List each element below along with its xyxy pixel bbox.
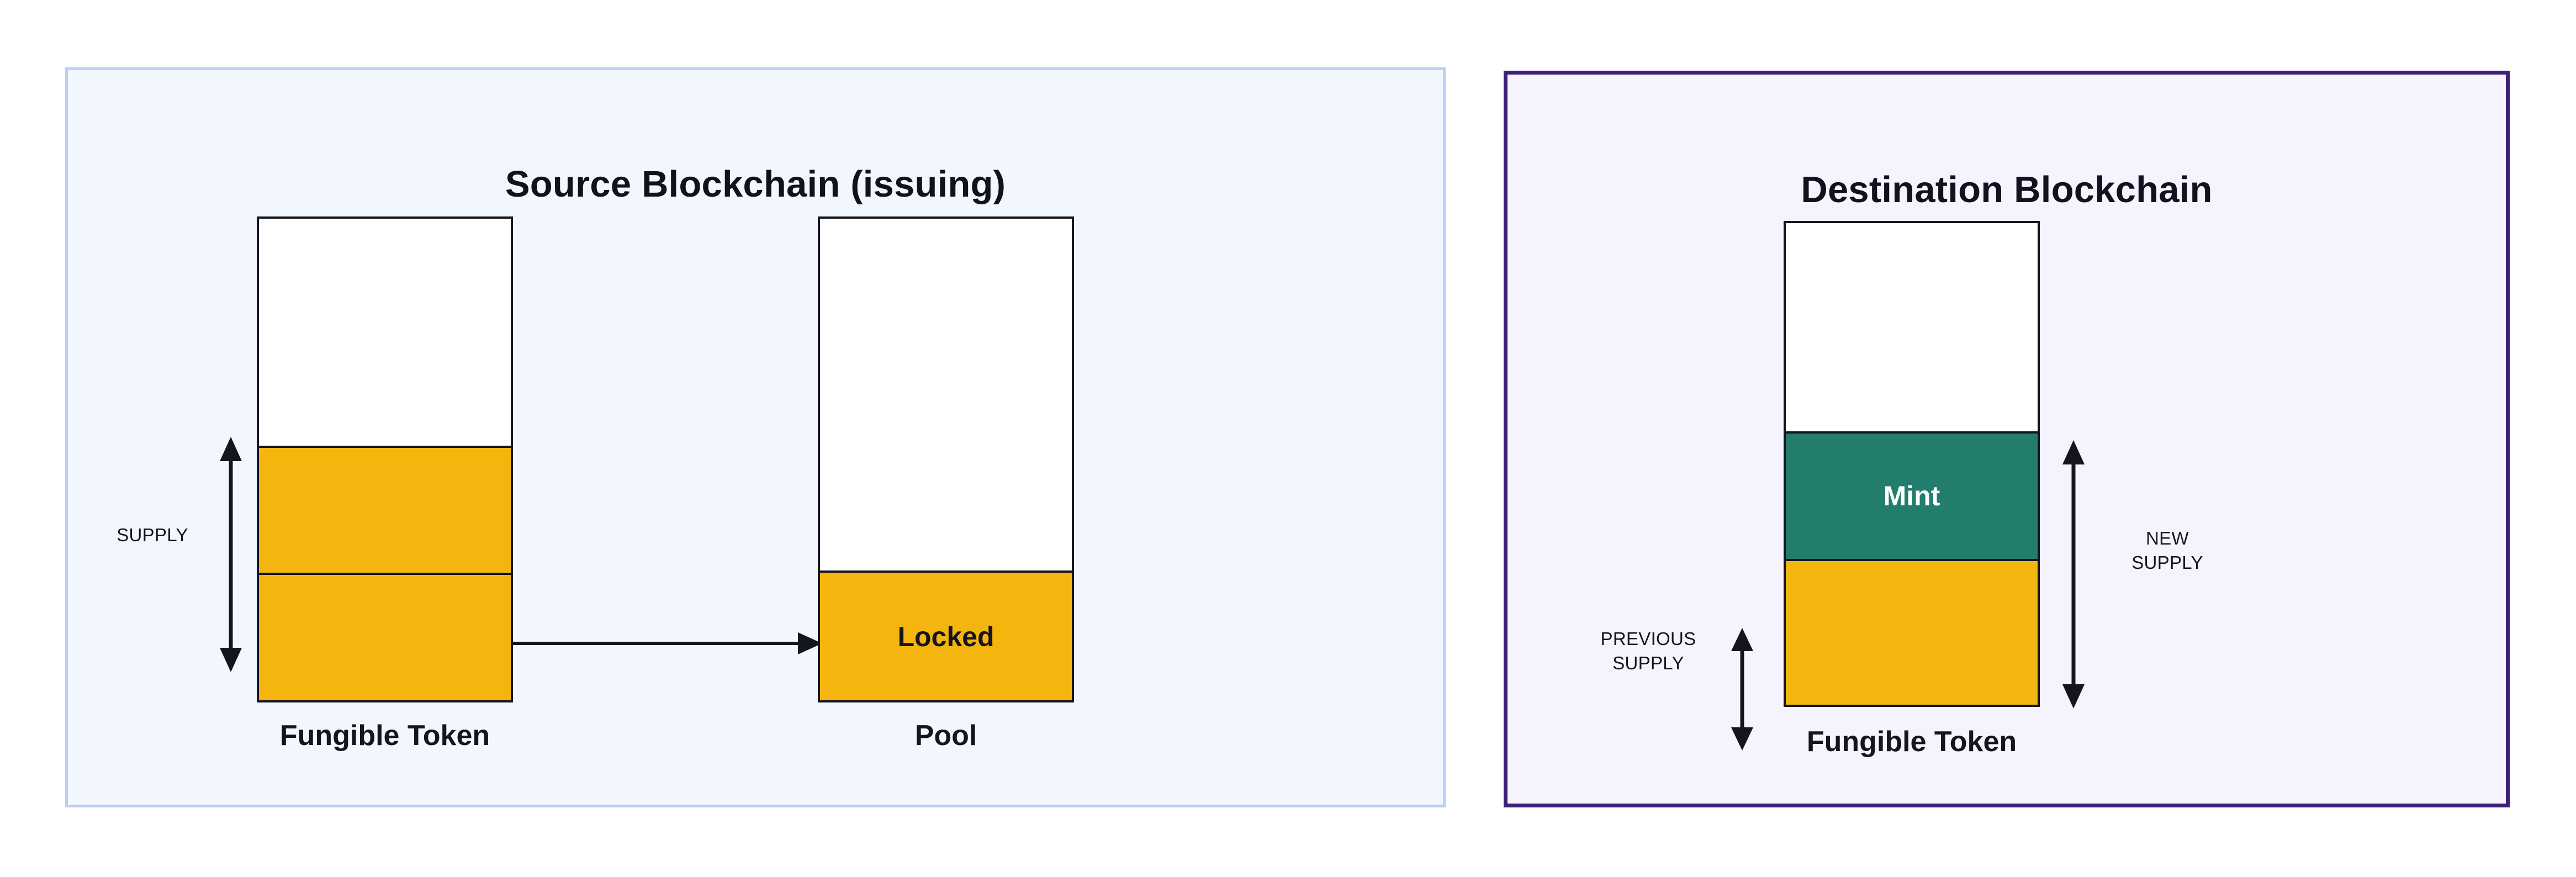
destination-fungible-token-caption: Fungible Token [1806,726,2017,758]
source-token-segment-supply-upper [259,446,511,573]
supply-measure-arrow [217,436,245,673]
new-supply-measure-arrow [2060,439,2087,710]
destination-blockchain-panel: Destination Blockchain PREVIOUS SUPPLY M… [1504,71,2510,807]
destination-token-segment-empty-headroom [1786,223,2038,431]
lock-transfer-arrow [513,632,823,654]
double-headed-vertical-arrow-icon [220,437,242,672]
destination-panel-title: Destination Blockchain [1801,169,2213,210]
source-blockchain-panel: Source Blockchain (issuing) SUPPLY Fungi… [65,67,1446,807]
source-token-segment-empty-headroom [259,219,511,446]
source-panel-title: Source Blockchain (issuing) [505,163,1006,205]
pool-segment-empty-headroom [820,219,1072,570]
supply-measure-label: SUPPLY [117,525,188,545]
double-headed-vertical-arrow-icon [2062,440,2085,709]
source-token-segment-supply-lower [259,573,511,700]
right-arrow-icon [513,632,822,654]
pool-segment-locked: Locked [820,570,1072,700]
double-headed-vertical-arrow-icon [1731,628,1753,751]
destination-token-segment-previous-supply [1786,559,2038,705]
previous-supply-measure-arrow [1728,627,1756,752]
destination-fungible-token-box: Mint [1784,221,2040,707]
destination-token-segment-mint: Mint [1786,431,2038,559]
previous-supply-measure-label: PREVIOUS SUPPLY [1600,628,1696,673]
pool-box: Locked [818,216,1074,702]
new-supply-measure-label: NEW SUPPLY [2131,528,2203,573]
source-fungible-token-box [257,216,513,702]
source-fungible-token-caption: Fungible Token [279,720,490,752]
pool-caption: Pool [914,720,977,752]
